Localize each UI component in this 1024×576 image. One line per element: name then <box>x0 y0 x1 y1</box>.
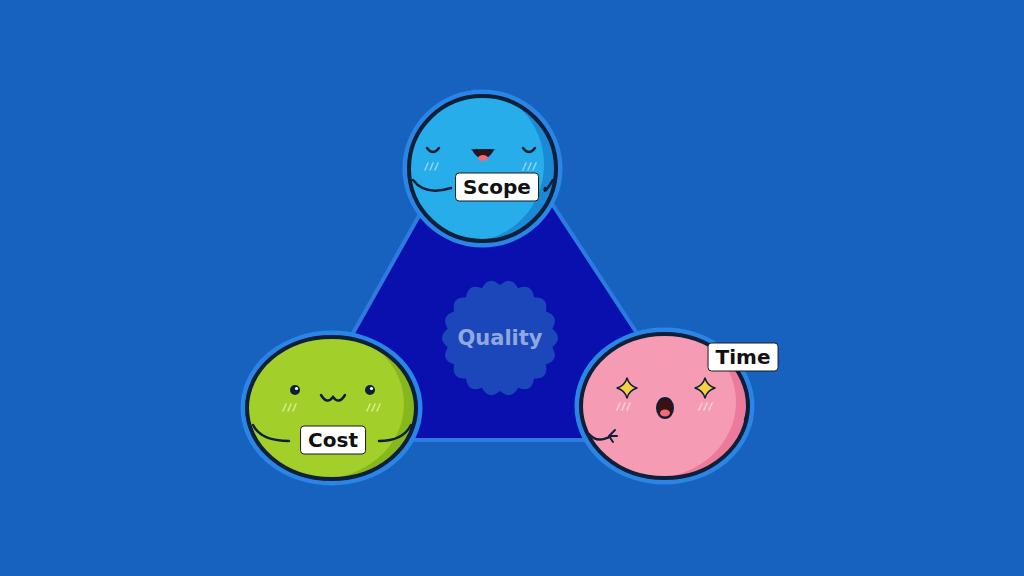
star-eye <box>617 378 637 398</box>
time-blob: Time <box>577 330 752 482</box>
arm <box>589 434 611 440</box>
name-tag: Scope <box>455 173 539 202</box>
blush <box>430 163 433 170</box>
arm <box>739 374 748 420</box>
blush <box>372 404 375 411</box>
blush <box>283 404 286 411</box>
name-tag: Time <box>708 343 779 372</box>
name-tag: Cost <box>300 426 366 455</box>
blush <box>425 163 428 170</box>
eye-shine <box>295 387 298 390</box>
eye-shine <box>370 387 373 390</box>
tongue <box>478 155 488 161</box>
blush <box>435 163 438 170</box>
blush <box>704 403 707 410</box>
blush <box>523 163 526 170</box>
closed-eye <box>523 148 535 152</box>
blush <box>533 163 536 170</box>
arm <box>413 180 451 191</box>
blob-outline <box>409 96 556 241</box>
closed-eye <box>427 148 439 152</box>
blob-body <box>397 88 544 241</box>
blush <box>528 163 531 170</box>
blush <box>288 404 291 411</box>
blush <box>293 404 296 411</box>
blush <box>627 403 630 410</box>
center-label: Quality <box>457 326 542 350</box>
blush <box>377 404 380 411</box>
tongue <box>660 410 670 417</box>
open-mouth <box>657 398 673 418</box>
star-eye <box>695 378 715 398</box>
blob-body <box>235 329 404 479</box>
eye <box>290 385 300 395</box>
arm <box>379 425 411 441</box>
quality-badge: Quality <box>440 278 560 398</box>
arm <box>545 180 553 191</box>
smile <box>321 395 345 401</box>
blush <box>699 403 702 410</box>
scope-blob: Scope <box>405 92 560 245</box>
blush <box>617 403 620 410</box>
blush <box>367 404 370 411</box>
eye <box>365 385 375 395</box>
blob-outline <box>247 337 416 479</box>
blush <box>622 403 625 410</box>
hand <box>609 430 617 442</box>
cost-blob: Cost <box>243 333 420 483</box>
quality-badge <box>442 281 558 395</box>
arm <box>253 425 289 441</box>
shape-outline <box>405 92 560 245</box>
blush <box>709 403 712 410</box>
shape-outline <box>243 333 420 483</box>
